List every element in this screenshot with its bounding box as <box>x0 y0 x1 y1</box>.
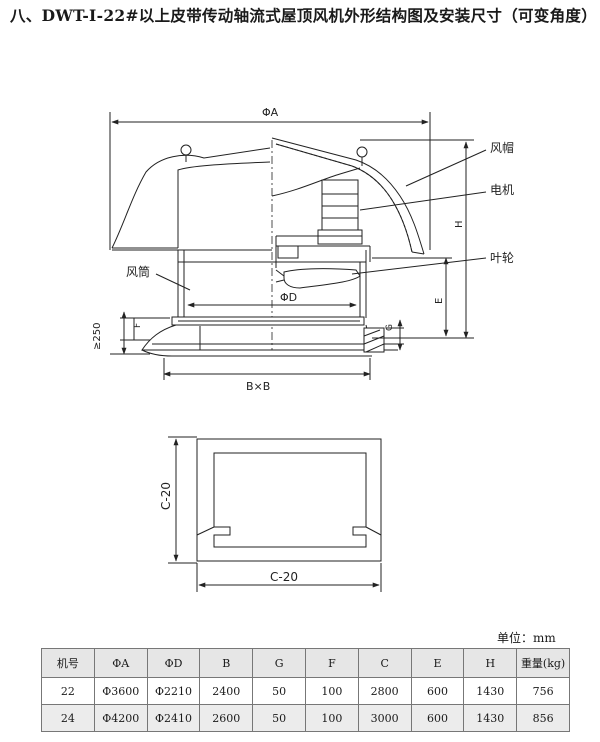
col-header: ΦA <box>93 648 148 678</box>
plan-outer <box>196 438 382 562</box>
bxb-label: B×B <box>246 380 270 393</box>
g-label: G <box>385 324 395 331</box>
lift-eye-right <box>356 146 368 158</box>
lift-eye-left <box>180 144 192 156</box>
left-cap-outer <box>111 147 271 249</box>
unit-label: 单位：mm <box>497 631 556 645</box>
base-left <box>141 324 201 351</box>
col-header: 重量(kg) <box>516 648 570 678</box>
plan-inner <box>213 452 367 548</box>
table-cell: 24 <box>41 704 95 732</box>
fengtong-label: 风筒 <box>126 264 150 279</box>
table-cell: 600 <box>410 677 465 705</box>
e-label: E <box>434 298 445 304</box>
col-header: G <box>252 648 306 678</box>
table-cell: 2800 <box>357 677 412 705</box>
spec-table: 机号 ΦA ΦD B G F C E H 重量(kg) 22 Φ3600 Φ22… <box>41 648 570 732</box>
table-cell: 3000 <box>357 704 412 732</box>
right-cap-outer <box>271 137 425 255</box>
f-label: F <box>133 323 143 328</box>
table-cell: 600 <box>410 704 465 732</box>
table-cell: 1430 <box>463 704 518 732</box>
table-cell: Φ2410 <box>146 704 201 732</box>
table-cell: 2600 <box>199 704 254 732</box>
table-cell: 2400 <box>199 677 254 705</box>
fengtong-leader <box>155 273 191 291</box>
phi-d-label: ΦD <box>280 291 297 304</box>
c20-v-label: C-20 <box>159 482 173 510</box>
yelun-label: 叶轮 <box>490 251 514 265</box>
left-cap-inner <box>177 161 271 248</box>
table-cell: 756 <box>516 677 570 705</box>
table-cell: 856 <box>516 704 570 732</box>
table-cell: Φ3600 <box>93 677 148 705</box>
dianji-label: 电机 <box>490 183 514 197</box>
col-header: E <box>410 648 465 678</box>
table-row: 22 Φ3600 Φ2210 2400 50 100 2800 600 1430… <box>41 677 570 705</box>
table-cell: 22 <box>41 677 95 705</box>
table-cell: 50 <box>252 677 306 705</box>
col-header: F <box>304 648 359 678</box>
table-cell: Φ2210 <box>146 677 201 705</box>
page-title: 八、DWT-Ⅰ-22#以上皮带传动轴流式屋顶风机外形结构图及安装尺寸（可变角度） <box>10 6 597 25</box>
col-header: ΦD <box>146 648 201 678</box>
fengmao-label: 风帽 <box>490 140 514 155</box>
fan-structure-drawing: ΦA ΦD 风帽 电机 叶轮 风筒 H E F G ≥250 B×B C-20 … <box>92 106 514 592</box>
c20-h-label: C-20 <box>270 570 298 584</box>
col-header: C <box>357 648 412 678</box>
h-label: H <box>454 220 465 228</box>
yelun-leader <box>351 257 487 275</box>
dianji-leader <box>359 191 487 211</box>
table-cell: 100 <box>304 704 359 732</box>
col-header: H <box>463 648 518 678</box>
col-header: 机号 <box>41 648 95 678</box>
base-plan-view <box>168 436 382 592</box>
table-cell: 1430 <box>463 677 518 705</box>
col-header: B <box>199 648 254 678</box>
table-header-row: 机号 ΦA ΦD B G F C E H 重量(kg) <box>41 648 570 678</box>
table-cell: 50 <box>252 704 306 732</box>
table-cell: 100 <box>304 677 359 705</box>
phi-a-label: ΦA <box>262 106 279 119</box>
table-cell: Φ4200 <box>93 704 148 732</box>
table-row: 24 Φ4200 Φ2410 2600 50 100 3000 600 1430… <box>41 704 570 732</box>
ge250-label: ≥250 <box>92 323 103 350</box>
fan-elevation <box>109 112 487 380</box>
impeller-blade <box>283 268 361 289</box>
fengmao-leader <box>405 149 487 187</box>
